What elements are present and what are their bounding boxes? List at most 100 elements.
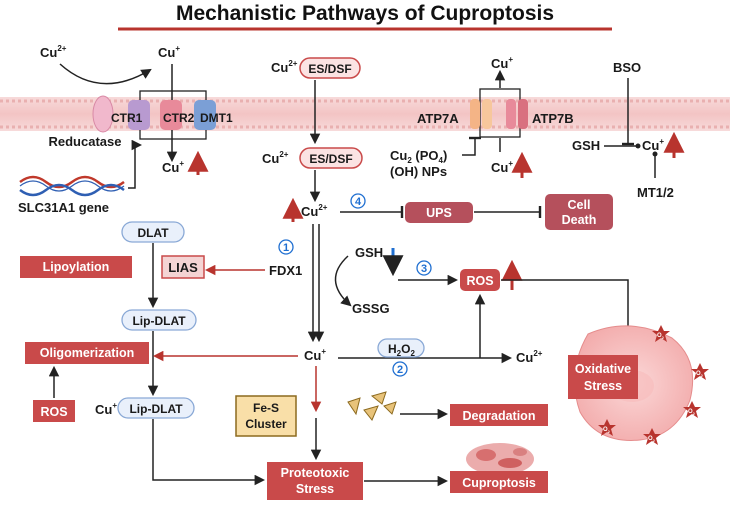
step-1-badge bbox=[278, 239, 294, 255]
lip-dlat-label: Lip-DLAT bbox=[132, 314, 186, 328]
ros-to-oxidative-arrow bbox=[501, 279, 634, 339]
dna-icon bbox=[19, 175, 125, 197]
gsh-to-gssg-arrow bbox=[334, 255, 352, 307]
proteotoxic-box bbox=[267, 462, 363, 500]
cell-death-label-2: Death bbox=[562, 213, 597, 227]
dmt1-shape bbox=[194, 100, 216, 130]
ups-label: UPS bbox=[426, 206, 452, 220]
proteotoxic-label-2: Stress bbox=[296, 482, 334, 496]
degradation-label: Degradation bbox=[463, 409, 536, 423]
es-dsf-pill-top bbox=[299, 57, 361, 79]
atp-cu-top-label: Cu+ bbox=[491, 55, 513, 71]
ctr2-shape bbox=[160, 100, 182, 130]
gssg-label: GSSG bbox=[352, 301, 390, 316]
reduction-arrow bbox=[59, 63, 152, 85]
cu-lip-label: Cu+ bbox=[95, 401, 117, 417]
cuproptosis-label: Cuproptosis bbox=[462, 476, 536, 490]
mt-dot bbox=[652, 151, 658, 157]
dlat-label: DLAT bbox=[137, 226, 169, 240]
cu-center-label: Cu+ bbox=[304, 347, 326, 363]
cu2-right-label: Cu2+ bbox=[516, 349, 543, 365]
np-label-line1: Cu2 (PO4) bbox=[390, 148, 447, 165]
mt-label: MT1/2 bbox=[637, 185, 674, 200]
step-4-badge bbox=[350, 193, 366, 209]
dlat-pill bbox=[121, 221, 185, 243]
slc31a1-label: SLC31A1 gene bbox=[18, 200, 109, 215]
atp7b-label: ATP7B bbox=[532, 111, 574, 126]
oligomerization-box bbox=[25, 342, 149, 364]
step-2-badge bbox=[392, 361, 408, 377]
atp7b-shape-1 bbox=[506, 99, 516, 129]
h2o2-pill bbox=[377, 338, 425, 358]
lias-label: LIAS bbox=[168, 260, 198, 275]
gsh-cu-dot bbox=[635, 143, 641, 149]
svg-text:O2: O2 bbox=[648, 436, 656, 443]
es-dsf-pill-bottom bbox=[299, 147, 363, 169]
bso-label: BSO bbox=[613, 60, 641, 75]
svg-text:O2: O2 bbox=[696, 371, 704, 378]
step-3-number: 3 bbox=[421, 263, 427, 275]
ros-label: ROS bbox=[466, 274, 493, 288]
lip-dlat-pill bbox=[121, 309, 197, 331]
ctr1-shape bbox=[128, 100, 150, 130]
cu2-extracellular-label: Cu2+ bbox=[40, 44, 67, 60]
atp7a-shape-1 bbox=[470, 99, 480, 129]
step-2-number: 2 bbox=[397, 364, 403, 376]
culip-to-proteotoxic-arrow bbox=[152, 419, 266, 486]
oxidative-stress-box bbox=[568, 355, 638, 399]
step-1-number: 1 bbox=[283, 242, 289, 254]
oligomerization-label: Oligomerization bbox=[40, 346, 134, 360]
es-dsf-label-top: ES/DSF bbox=[308, 62, 351, 76]
gsh-top-label: GSH bbox=[572, 138, 600, 153]
atp7a-shape-2 bbox=[482, 99, 492, 129]
fes-label-1: Fe-S bbox=[253, 401, 279, 415]
page-title: Mechanistic Pathways of Cuproptosis bbox=[176, 2, 554, 25]
cell-death-box bbox=[545, 194, 613, 230]
protein-aggregate-icon bbox=[466, 443, 534, 475]
es-cu2-label-2: Cu2+ bbox=[262, 150, 289, 166]
fdx1-label: FDX1 bbox=[269, 263, 302, 278]
step-3-badge bbox=[416, 260, 432, 276]
superoxide-icons: O2 O2 O2 O2 O2 bbox=[598, 325, 709, 445]
step-4-number: 4 bbox=[355, 196, 362, 208]
dmt1-label: DMT1 bbox=[200, 111, 233, 125]
slc-to-transporter-arrow bbox=[128, 139, 143, 189]
proteotoxic-label-1: Proteotoxic bbox=[281, 466, 350, 480]
reducatase-shape bbox=[92, 95, 114, 133]
cuproptosis-box bbox=[450, 471, 548, 493]
atp7b-shape-2 bbox=[518, 99, 528, 129]
lias-box bbox=[161, 255, 205, 279]
np-inhibit-line bbox=[462, 136, 481, 156]
cell-death-label-1: Cell bbox=[568, 198, 591, 212]
cu-lip-dlat-label: Lip-DLAT bbox=[129, 402, 183, 416]
svg-text:O2: O2 bbox=[688, 409, 696, 416]
ctr2-label: CTR2 bbox=[163, 111, 195, 125]
cu-lip-dlat-pill bbox=[117, 397, 195, 419]
lipoylation-box bbox=[20, 256, 132, 278]
cu-intracellular-label: Cu+ bbox=[162, 159, 184, 175]
ups-box bbox=[405, 202, 473, 223]
svg-text:O2: O2 bbox=[603, 427, 611, 434]
gsh-cu-label: Cu+ bbox=[642, 137, 664, 153]
h2o2-label: H2O2 bbox=[388, 342, 415, 358]
gsh-label: GSH bbox=[355, 245, 383, 260]
cell-membrane bbox=[0, 97, 730, 131]
lipoylation-label: Lipoylation bbox=[43, 260, 110, 274]
atp-cu-bottom-label: Cu+ bbox=[491, 159, 513, 175]
ros-left-box bbox=[33, 400, 75, 422]
fes-cluster-box bbox=[235, 395, 297, 437]
fes-label-2: Cluster bbox=[245, 417, 287, 431]
np-label-line2: (OH) NPs bbox=[390, 164, 447, 179]
svg-text:O2: O2 bbox=[657, 333, 665, 340]
cu-extracellular-label: Cu+ bbox=[158, 44, 180, 60]
ros-box bbox=[460, 269, 500, 291]
es-cu2-label: Cu2+ bbox=[271, 59, 298, 75]
oxidative-label-1: Oxidative bbox=[575, 362, 631, 376]
ros-left-label: ROS bbox=[40, 405, 67, 419]
reducatase-label: Reducatase bbox=[49, 134, 122, 149]
cu2-center-label: Cu2+ bbox=[301, 203, 328, 219]
es-dsf-label-bottom: ES/DSF bbox=[309, 152, 352, 166]
fes-fragments-icon bbox=[347, 391, 397, 421]
